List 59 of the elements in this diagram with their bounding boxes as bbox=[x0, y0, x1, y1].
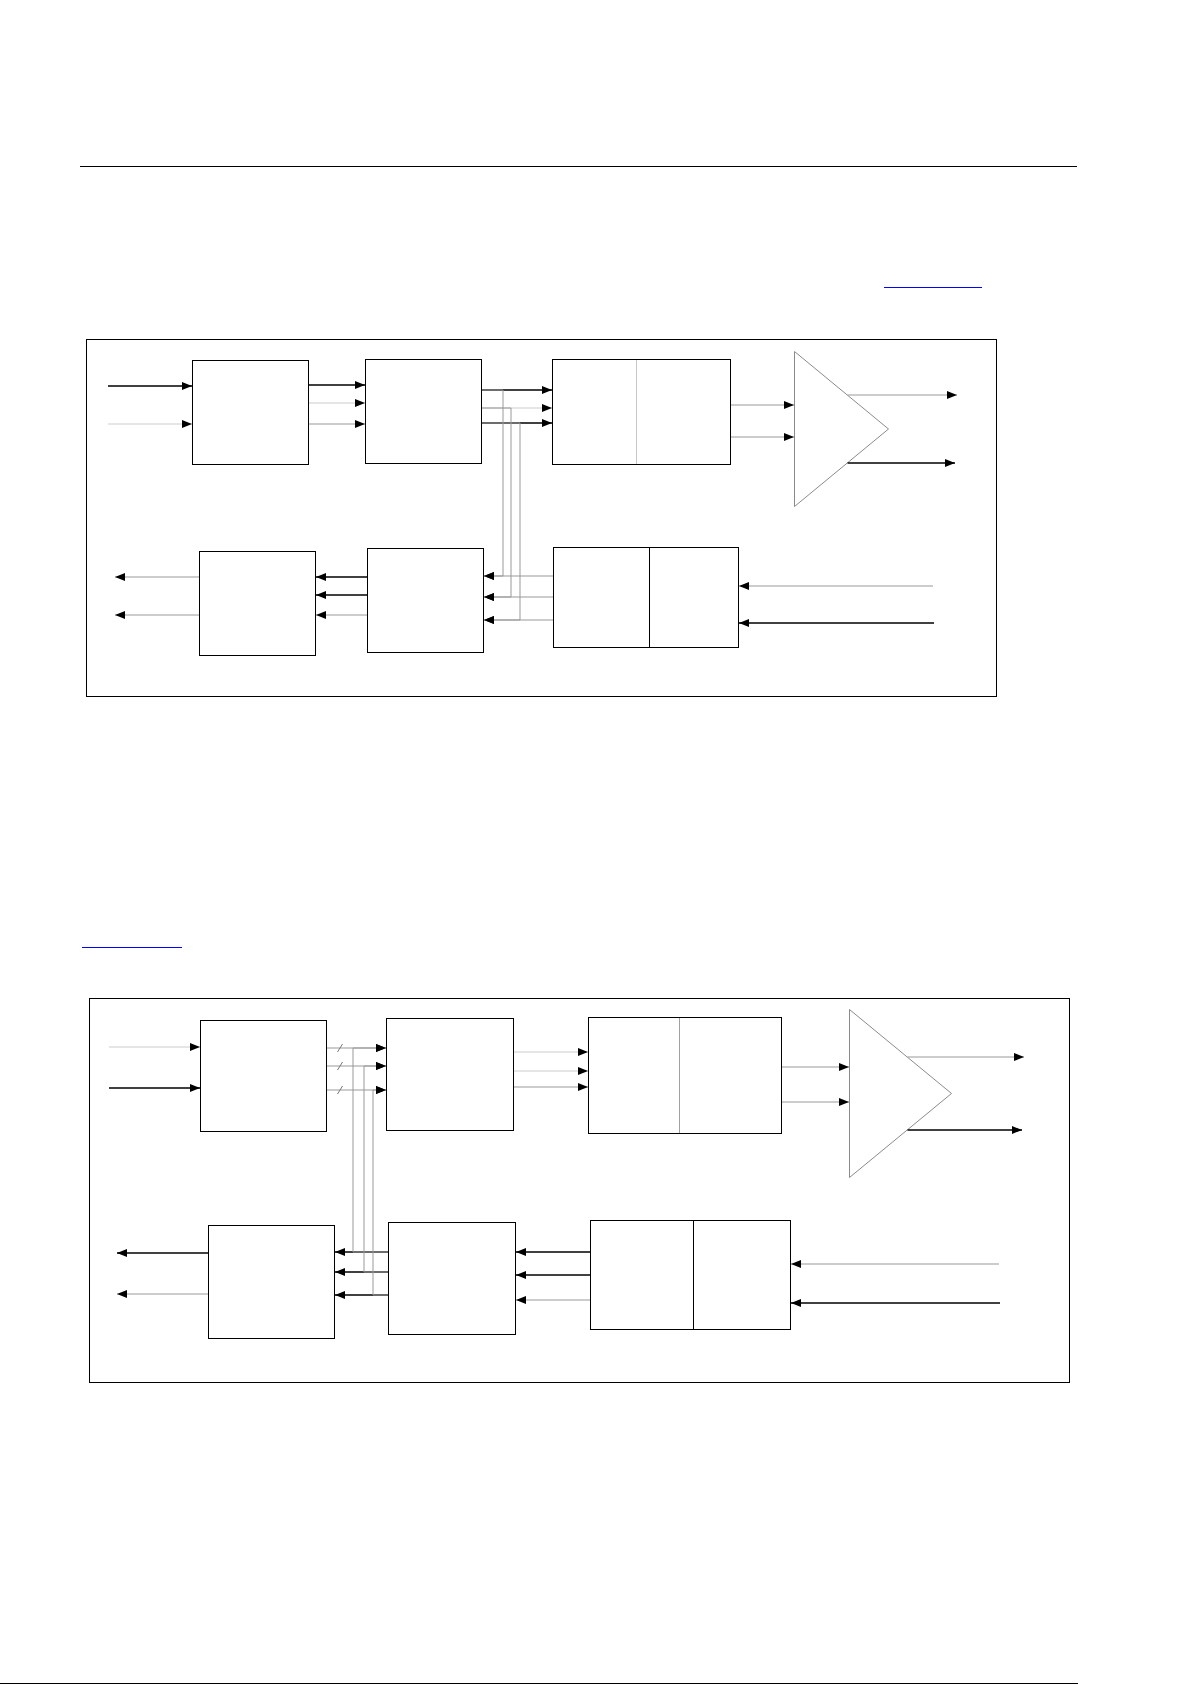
arrow bbox=[483, 572, 554, 580]
arrow bbox=[730, 433, 795, 441]
arrow bbox=[108, 1084, 201, 1092]
arrow bbox=[315, 611, 368, 619]
diagram-frame bbox=[86, 339, 997, 697]
split-block bbox=[552, 359, 731, 465]
arrow bbox=[315, 573, 368, 581]
arrow bbox=[107, 420, 193, 428]
arrow bbox=[513, 1083, 589, 1091]
arrow bbox=[846, 459, 956, 467]
arrow bbox=[107, 382, 193, 390]
arrow bbox=[334, 1291, 389, 1299]
arrow bbox=[513, 1067, 589, 1075]
arrow bbox=[781, 1098, 850, 1106]
arrow bbox=[730, 401, 795, 409]
arrow bbox=[906, 1126, 1023, 1134]
arrow bbox=[308, 420, 366, 428]
function-block bbox=[208, 1225, 335, 1339]
split-block bbox=[588, 1017, 782, 1134]
arrow bbox=[738, 619, 935, 627]
arrow bbox=[515, 1296, 591, 1304]
amplifier-triangle bbox=[849, 1009, 952, 1178]
arrow bbox=[483, 593, 554, 601]
arrow bbox=[907, 1053, 1025, 1061]
arrow bbox=[481, 386, 553, 394]
function-block bbox=[199, 551, 316, 656]
arrow bbox=[515, 1271, 591, 1279]
function-block bbox=[388, 1222, 516, 1335]
arrow bbox=[847, 391, 958, 399]
function-block bbox=[365, 359, 482, 464]
arrow bbox=[363, 1062, 389, 1273]
split-block bbox=[553, 547, 739, 648]
arrow bbox=[334, 1248, 389, 1256]
arrow bbox=[114, 573, 200, 581]
arrow bbox=[790, 1260, 1000, 1268]
arrow bbox=[483, 616, 554, 624]
arrow bbox=[781, 1063, 850, 1071]
split-block bbox=[590, 1220, 791, 1330]
arrow bbox=[114, 611, 200, 619]
arrow bbox=[790, 1299, 1001, 1307]
arrow bbox=[308, 399, 366, 407]
amplifier-triangle bbox=[794, 351, 889, 507]
arrow bbox=[108, 1043, 201, 1051]
function-block bbox=[386, 1018, 514, 1131]
function-block bbox=[192, 360, 309, 465]
arrow bbox=[334, 1268, 389, 1276]
diagram-frame bbox=[89, 998, 1070, 1383]
function-block bbox=[200, 1020, 327, 1132]
arrow bbox=[315, 591, 368, 599]
arrow bbox=[372, 1086, 389, 1296]
arrow bbox=[116, 1249, 209, 1257]
arrow bbox=[308, 381, 366, 389]
arrow bbox=[481, 419, 553, 427]
arrow bbox=[116, 1290, 209, 1298]
function-block bbox=[367, 548, 484, 653]
arrow bbox=[738, 582, 934, 590]
arrow bbox=[513, 1048, 589, 1056]
arrow bbox=[352, 1044, 389, 1253]
arrow bbox=[515, 1248, 591, 1256]
